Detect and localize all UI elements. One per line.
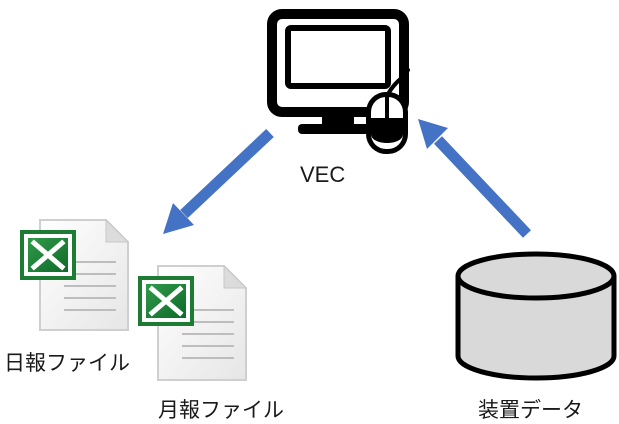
monitor-screen	[285, 25, 391, 89]
database-cylinder-icon	[455, 251, 617, 381]
mouse-icon	[366, 92, 408, 154]
excel-file-icon-monthly	[138, 264, 248, 381]
computer-monitor-with-mouse-icon	[267, 9, 410, 154]
device-data-label: 装置データ	[478, 398, 583, 422]
arrow-device-to-vec	[418, 119, 531, 238]
excel-file-icon-daily	[20, 218, 130, 331]
excel-logo-daily	[20, 230, 76, 280]
arrow-vec-to-daily-report	[163, 128, 274, 234]
excel-logo-monthly	[138, 276, 194, 326]
monitor-neck	[322, 112, 354, 126]
vec-label: VEC	[300, 162, 346, 187]
daily-report-label: 日報ファイル	[4, 351, 130, 375]
mouse-cable	[386, 68, 410, 96]
monthly-report-label: 月報ファイル	[158, 398, 284, 422]
monitor-base	[298, 124, 378, 134]
